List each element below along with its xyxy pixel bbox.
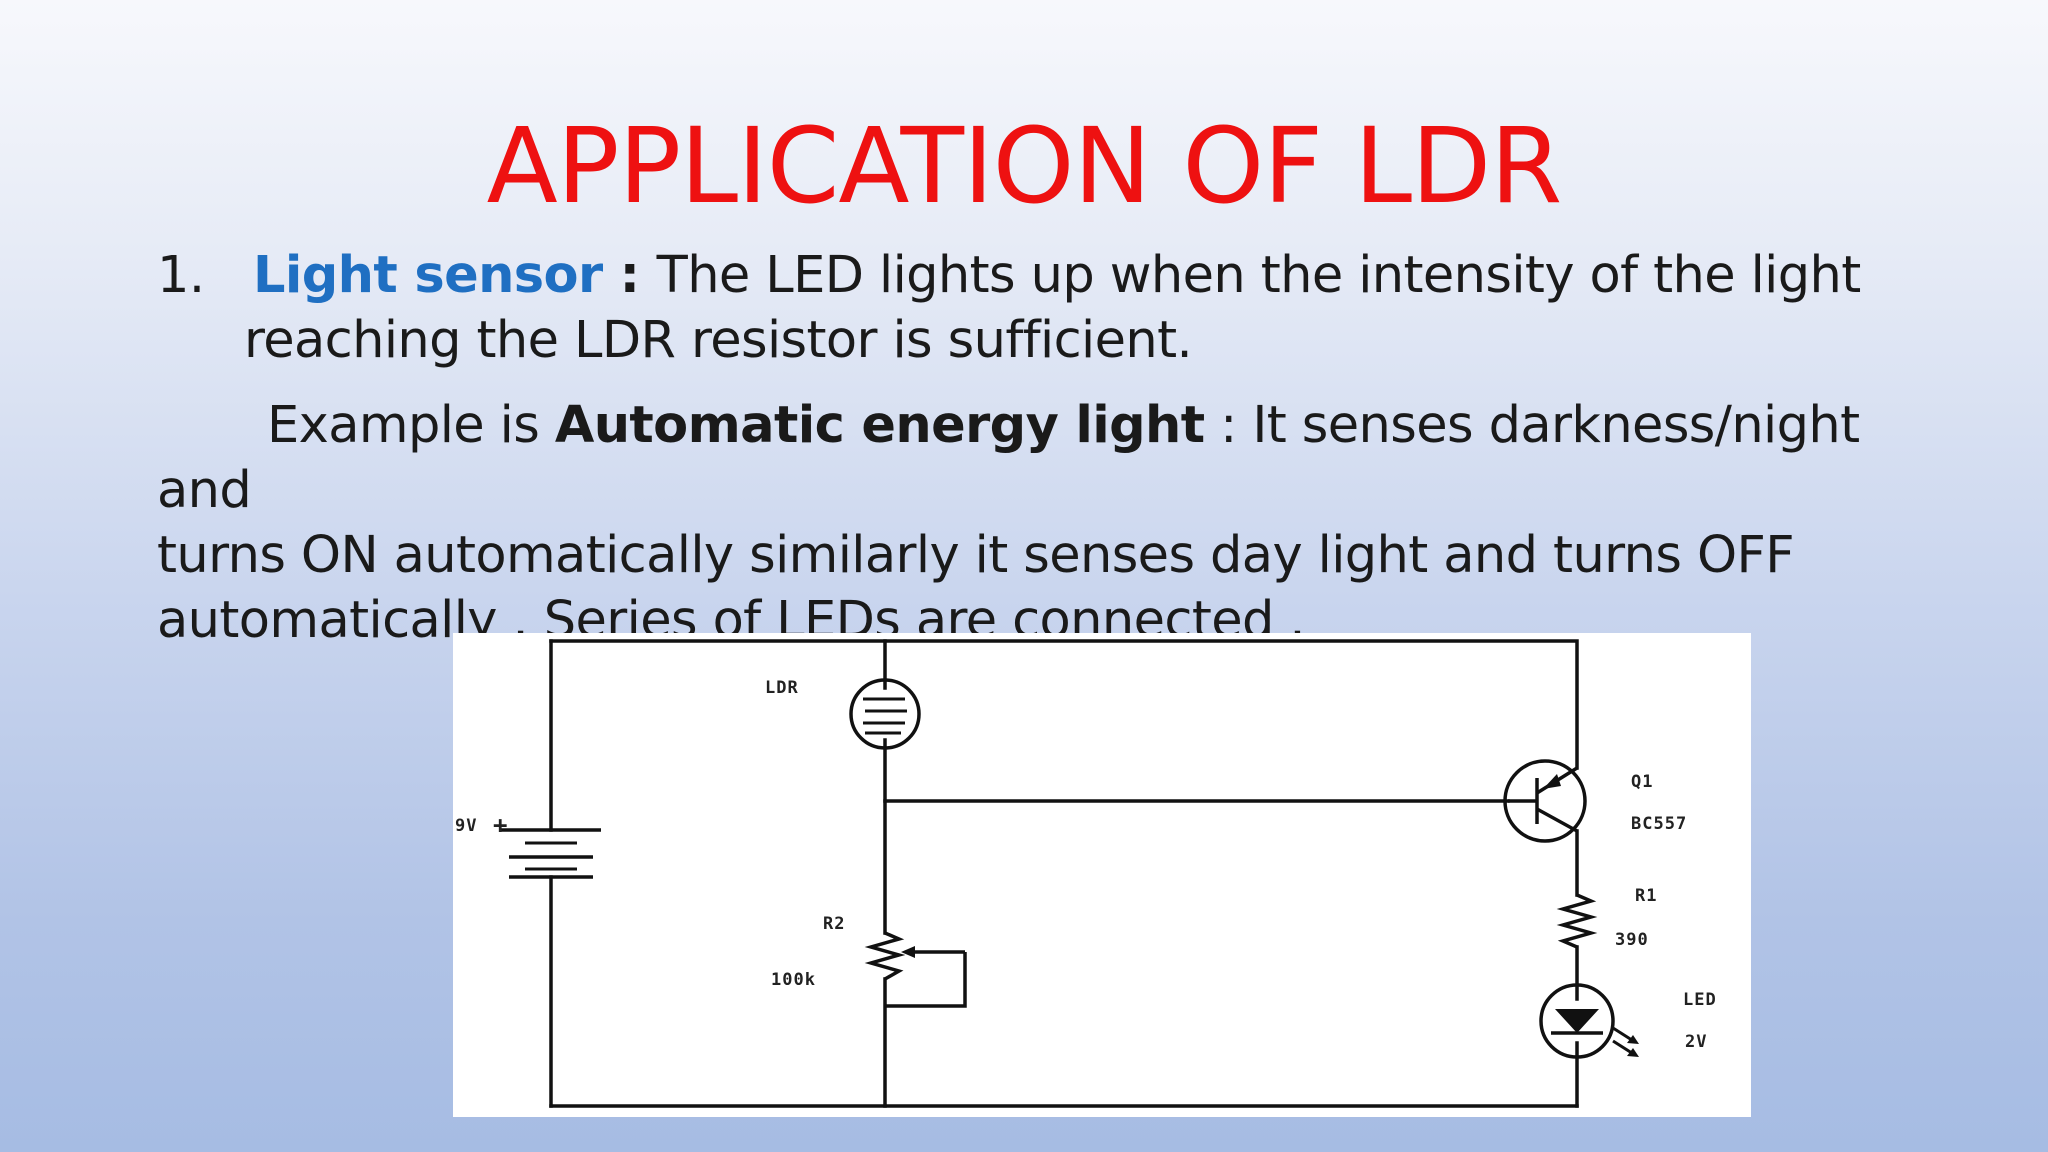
transistor-symbol	[1503, 759, 1587, 843]
example-lead: Example is	[267, 396, 555, 455]
item-text-line1: The LED lights up when the intensity of …	[656, 246, 1862, 305]
battery-label: 9V	[455, 816, 477, 836]
item-text-line2: reaching the LDR resistor is sufficient.	[244, 311, 1193, 370]
list-number: 1.	[157, 246, 205, 305]
transistor-id-label: Q1	[1631, 772, 1653, 792]
circuit-svg: 9V + LDR R2 100k Q1 BC557 R1	[455, 639, 1717, 1108]
r2-potentiometer-symbol	[864, 931, 967, 1008]
term-light-sensor: Light sensor	[253, 246, 603, 305]
r1-resistor-symbol	[1556, 893, 1598, 949]
r1-label: R1	[1635, 886, 1657, 906]
battery-plus-label: +	[493, 811, 508, 839]
example-paragraph: Example is Automatic energy light : It s…	[157, 393, 1937, 653]
slide-title: APPLICATION OF LDR	[486, 105, 1563, 227]
transistor-part-label: BC557	[1631, 814, 1687, 834]
term-separator: :	[602, 246, 657, 305]
circuit-diagram: 9V + LDR R2 100k Q1 BC557 R1	[453, 633, 1751, 1117]
wire-top	[549, 639, 1579, 770]
term-automatic-energy-light: Automatic energy light	[554, 396, 1205, 455]
battery-symbol	[501, 828, 601, 879]
r2-label: R2	[823, 914, 845, 934]
r2-value: 100k	[771, 970, 816, 990]
led-value: 2V	[1685, 1032, 1707, 1052]
ldr-label: LDR	[765, 678, 799, 698]
example-line2: turns ON automatically similarly it sens…	[157, 526, 1795, 585]
ldr-symbol	[849, 678, 921, 750]
example-line1-rest: : It senses darkness/night and	[157, 396, 1860, 520]
led-label: LED	[1683, 990, 1717, 1010]
r1-value: 390	[1615, 930, 1649, 950]
led-symbol	[1539, 983, 1639, 1059]
list-item-light-sensor: 1. Light sensor : The LED lights up when …	[157, 243, 1937, 373]
